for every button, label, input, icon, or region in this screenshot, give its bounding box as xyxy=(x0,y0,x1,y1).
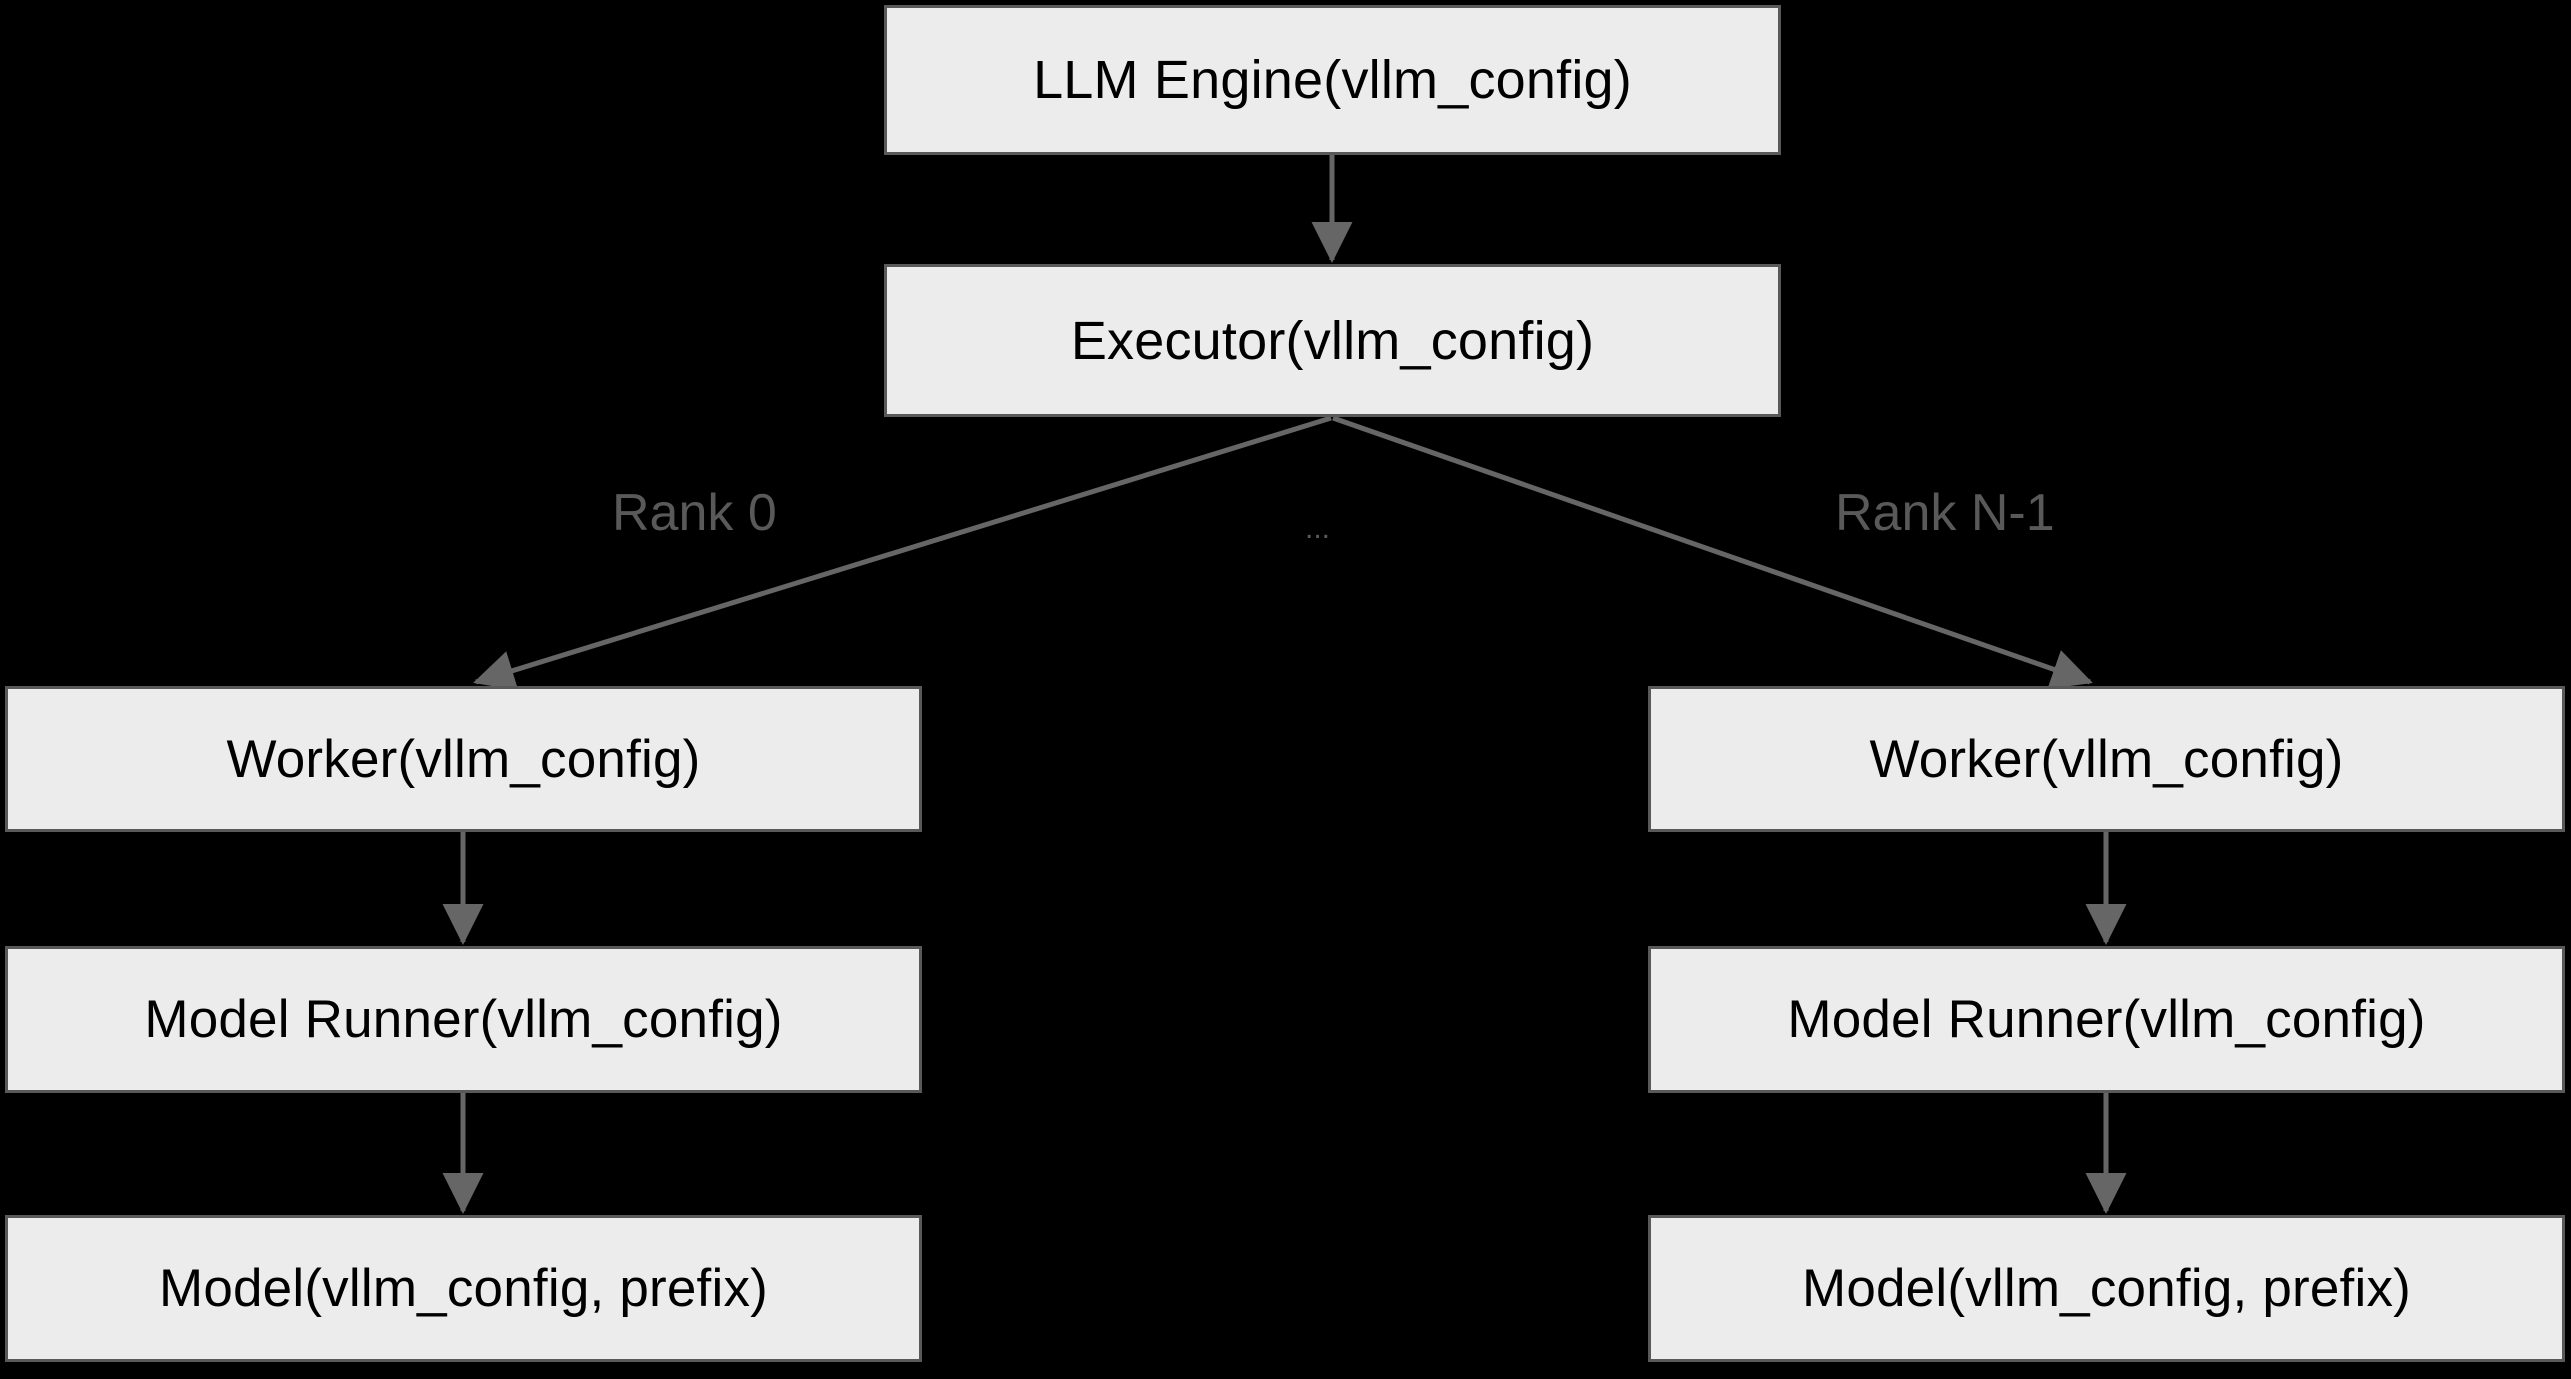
node-model-runner-rank-0[interactable]: Model Runner(vllm_config) xyxy=(5,946,922,1093)
node-llm-engine[interactable]: LLM Engine(vllm_config) xyxy=(884,5,1781,155)
node-model-rank-0[interactable]: Model(vllm_config, prefix) xyxy=(5,1215,922,1362)
node-model-rank-n-label: Model(vllm_config, prefix) xyxy=(1801,1259,2411,1318)
node-llm-engine-label: LLM Engine(vllm_config) xyxy=(1033,50,1632,110)
edge-label-rank-0: Rank 0 xyxy=(612,484,777,542)
node-model-rank-0-label: Model(vllm_config, prefix) xyxy=(158,1259,768,1318)
node-executor[interactable]: Executor(vllm_config) xyxy=(884,264,1781,417)
node-worker-rank-0[interactable]: Worker(vllm_config) xyxy=(5,686,922,832)
node-model-runner-rank-n-label: Model Runner(vllm_config) xyxy=(1787,990,2426,1049)
node-worker-rank-n[interactable]: Worker(vllm_config) xyxy=(1648,686,2565,832)
node-model-runner-rank-n[interactable]: Model Runner(vllm_config) xyxy=(1648,946,2565,1093)
edge-executor-to-worker-0 xyxy=(473,415,1332,691)
node-model-runner-rank-0-label: Model Runner(vllm_config) xyxy=(144,990,783,1049)
edge-executor-to-worker-n xyxy=(1332,415,2093,689)
edge-label-rank-n: Rank N-1 xyxy=(1835,484,2055,542)
node-worker-rank-0-label: Worker(vllm_config) xyxy=(226,729,701,789)
node-worker-rank-n-label: Worker(vllm_config) xyxy=(1869,729,2344,789)
edge-label-ellipsis: ... xyxy=(1305,512,1331,545)
node-model-rank-n[interactable]: Model(vllm_config, prefix) xyxy=(1648,1215,2565,1362)
node-executor-label: Executor(vllm_config) xyxy=(1070,310,1595,371)
